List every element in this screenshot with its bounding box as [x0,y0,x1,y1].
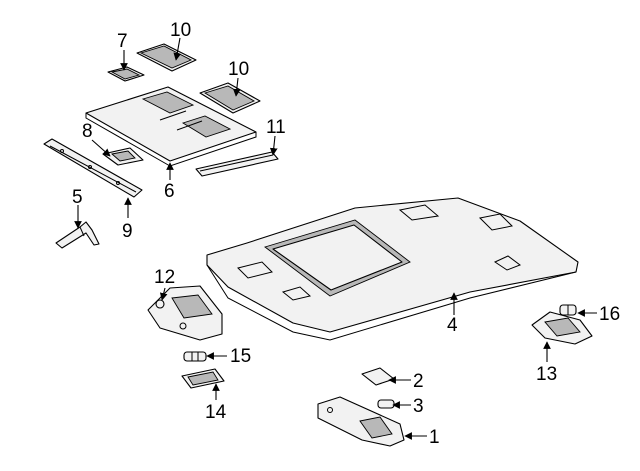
part-9-rail[interactable] [43,138,143,198]
leader-10a [173,37,182,61]
part-12-console[interactable] [147,285,223,341]
part-14-lens[interactable] [181,368,225,389]
callout-14: 14 [205,402,227,423]
callout-15: 15 [230,346,251,367]
callout-2: 2 [413,371,424,392]
part-16-bulb[interactable] [559,304,577,316]
part-13-lamp[interactable] [531,311,593,345]
callout-7: 7 [117,31,128,52]
part-10-lower-pad[interactable] [199,82,261,114]
callout-8: 8 [82,121,93,142]
callout-1: 1 [429,427,440,448]
leader-10b [232,77,241,97]
callout-3: 3 [413,396,424,417]
callout-6: 6 [164,181,175,202]
part-7-pad[interactable] [107,66,145,82]
callout-9: 9 [122,221,133,242]
callout-11: 11 [266,117,286,138]
part-1-sun-visor[interactable] [317,396,405,447]
part-8-bracket[interactable] [102,147,144,166]
callout-13: 13 [536,364,557,385]
part-3-bulb[interactable] [377,399,395,409]
callout-12: 12 [154,267,175,288]
leader-8 [91,139,111,157]
leader-11 [269,135,278,156]
callout-10b: 10 [228,59,249,80]
leader-12 [159,287,168,301]
part-6-sunroof-panel[interactable] [85,86,257,167]
part-2-pad[interactable] [361,367,395,386]
callout-16: 16 [599,304,620,325]
part-10-upper-pad[interactable] [136,43,197,72]
part-11-trim-strip[interactable] [195,151,279,177]
part-15-bulb[interactable] [183,351,207,362]
callout-4: 4 [447,315,458,336]
part-4-headliner[interactable] [206,197,579,341]
callout-10a: 10 [170,20,191,41]
callout-5: 5 [72,187,83,208]
